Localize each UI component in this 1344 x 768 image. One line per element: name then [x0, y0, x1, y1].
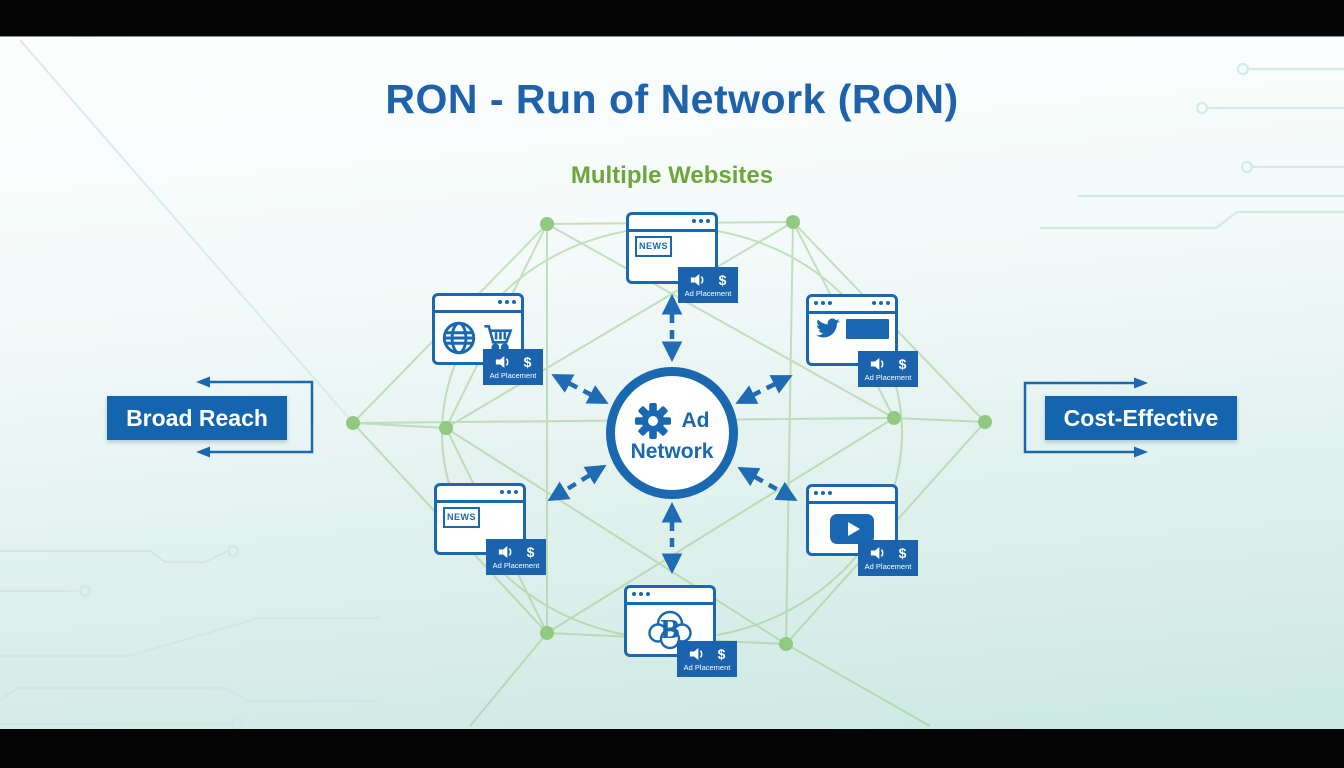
browser-dots-icon	[814, 301, 832, 305]
letterbox-bottom	[0, 729, 1344, 768]
letterbox-top	[0, 0, 1344, 37]
social-page-content	[809, 314, 895, 363]
browser-dots-icon	[872, 301, 890, 305]
browser-header	[627, 588, 713, 605]
browser-header	[437, 486, 523, 503]
ad-placement-label: Ad Placement	[684, 289, 732, 298]
speaker-icon	[498, 546, 512, 558]
news-masthead: NEWS	[443, 507, 480, 528]
ad-placement-label: Ad Placement	[683, 663, 731, 672]
dollar-sign: $	[718, 272, 727, 288]
cost-effective-callout[interactable]: Cost-Effective	[1045, 396, 1237, 440]
globe-icon	[442, 321, 476, 354]
site-card-news-left[interactable]: NEWS	[434, 483, 526, 555]
speaker-icon	[689, 648, 703, 660]
browser-header	[809, 297, 895, 314]
ad-placement-badge: $ Ad Placement	[858, 540, 918, 576]
ad-placement-badge: $ Ad Placement	[678, 267, 738, 303]
dollar-sign: $	[898, 545, 907, 561]
dollar-sign: $	[526, 544, 535, 560]
browser-dots-icon	[500, 490, 518, 494]
hub-site-arrows	[547, 293, 798, 575]
twitter-bird-icon	[816, 318, 840, 338]
subtitle-multiple-websites: Multiple Websites	[570, 162, 774, 189]
video-page-content	[809, 504, 895, 553]
browser-header	[629, 215, 715, 232]
ad-banner-placeholder	[846, 319, 889, 339]
blog-page-content: B	[627, 605, 713, 654]
browser-dots-icon	[814, 491, 832, 495]
blog-letter: B	[660, 615, 680, 644]
broad-reach-callout[interactable]: Broad Reach	[107, 396, 287, 440]
broad-reach-label: Broad Reach	[126, 404, 268, 431]
ad-placement-label: Ad Placement	[489, 371, 537, 380]
browser-header	[435, 296, 521, 313]
speaker-icon	[495, 356, 509, 368]
ad-network-hub[interactable]: Ad Network	[606, 367, 738, 499]
news-page-content: NEWS	[629, 232, 715, 281]
video-play-icon	[830, 513, 874, 544]
ad-placement-badge: $ Ad Placement	[858, 351, 918, 387]
page-title: RON - Run of Network (RON)	[385, 76, 959, 122]
dollar-sign: $	[898, 356, 907, 372]
ad-placement-label: Ad Placement	[492, 561, 540, 570]
shopping-page-content	[435, 313, 521, 362]
browser-header	[809, 487, 895, 504]
browser-dots-icon	[692, 219, 710, 223]
cloud-blog-icon: B	[648, 610, 692, 649]
ad-placement-badge: $ Ad Placement	[483, 349, 543, 385]
hub-label-line1: Ad	[681, 408, 710, 432]
ad-placement-label: Ad Placement	[864, 373, 912, 382]
browser-dots-icon	[632, 592, 650, 596]
callout-brackets	[196, 376, 1148, 458]
bracket-arrowheads	[196, 376, 1148, 458]
news-masthead: NEWS	[635, 236, 672, 257]
ad-placement-badge: $ Ad Placement	[486, 539, 546, 575]
network-mesh-nodes	[346, 215, 992, 651]
speaker-icon	[870, 547, 884, 559]
browser-dots-icon	[498, 300, 516, 304]
news-page-content: NEWS	[437, 503, 523, 552]
dollar-sign: $	[523, 354, 532, 370]
dollar-sign: $	[717, 646, 726, 662]
cost-effective-label: Cost-Effective	[1063, 404, 1219, 431]
speaker-icon	[690, 274, 704, 286]
gear-icon	[635, 402, 672, 439]
hub-label-line2: Network	[630, 439, 714, 463]
ad-placement-badge: $ Ad Placement	[677, 641, 737, 677]
ad-placement-label: Ad Placement	[864, 562, 912, 571]
circuit-decoration	[0, 39, 1344, 731]
speaker-icon	[870, 358, 884, 370]
